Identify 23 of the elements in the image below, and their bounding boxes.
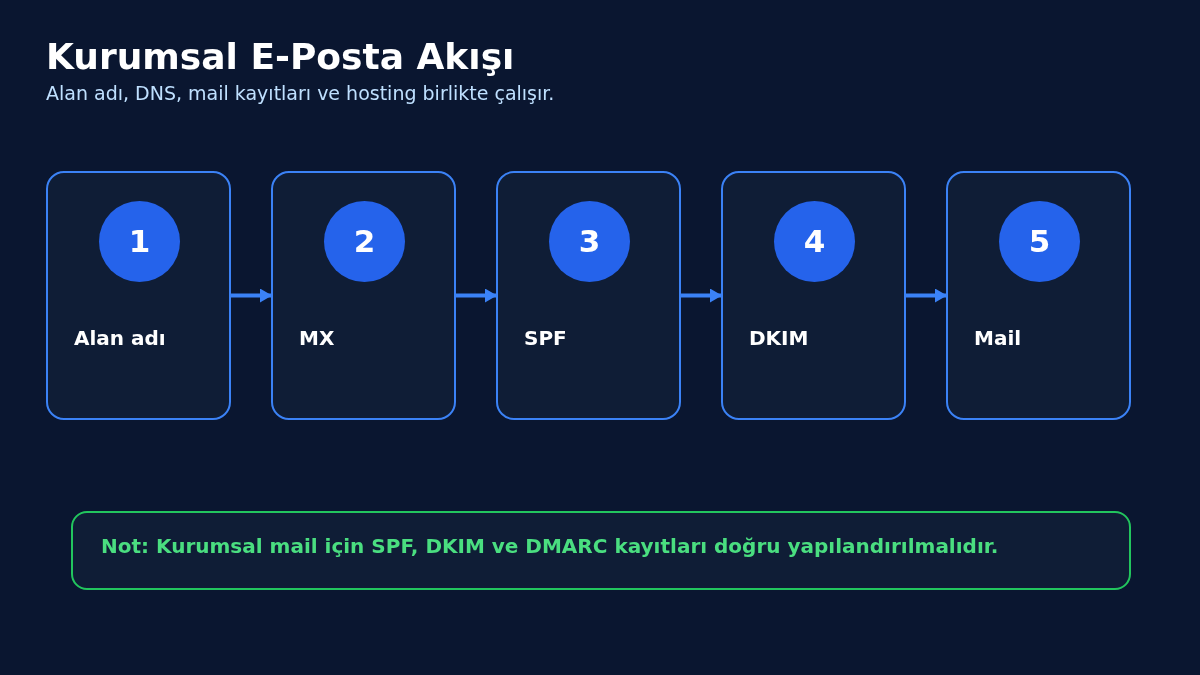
step-label: DKIM: [749, 326, 809, 350]
step-card: [46, 171, 231, 420]
step-label: SPF: [524, 326, 567, 350]
step-label: Alan adı: [74, 326, 166, 350]
step-card: [946, 171, 1131, 420]
subtitle: Alan adı, DNS, mail kayıtları ve hosting birlikte çalışır.: [46, 82, 555, 105]
step-number: 1: [128, 224, 151, 259]
step-number: 4: [803, 224, 826, 259]
arrow: [681, 288, 722, 303]
step-label: Mail: [974, 326, 1022, 350]
title: Kurumsal E-Posta Akışı: [46, 36, 515, 78]
step-card: [271, 171, 456, 420]
step-label: MX: [299, 326, 335, 350]
arrow: [456, 288, 497, 303]
step-number: 2: [353, 224, 376, 259]
arrow: [906, 288, 947, 303]
arrow: [231, 288, 272, 303]
step-card: [721, 171, 906, 420]
step-number: 5: [1028, 224, 1051, 259]
step-number: 3: [578, 224, 601, 259]
note-text: Not: Kurumsal mail için SPF, DKIM ve DMARC kayıtları doğru yapılandırılmalıdır.: [101, 534, 999, 558]
note-box: [71, 511, 1131, 590]
step-card: [496, 171, 681, 420]
